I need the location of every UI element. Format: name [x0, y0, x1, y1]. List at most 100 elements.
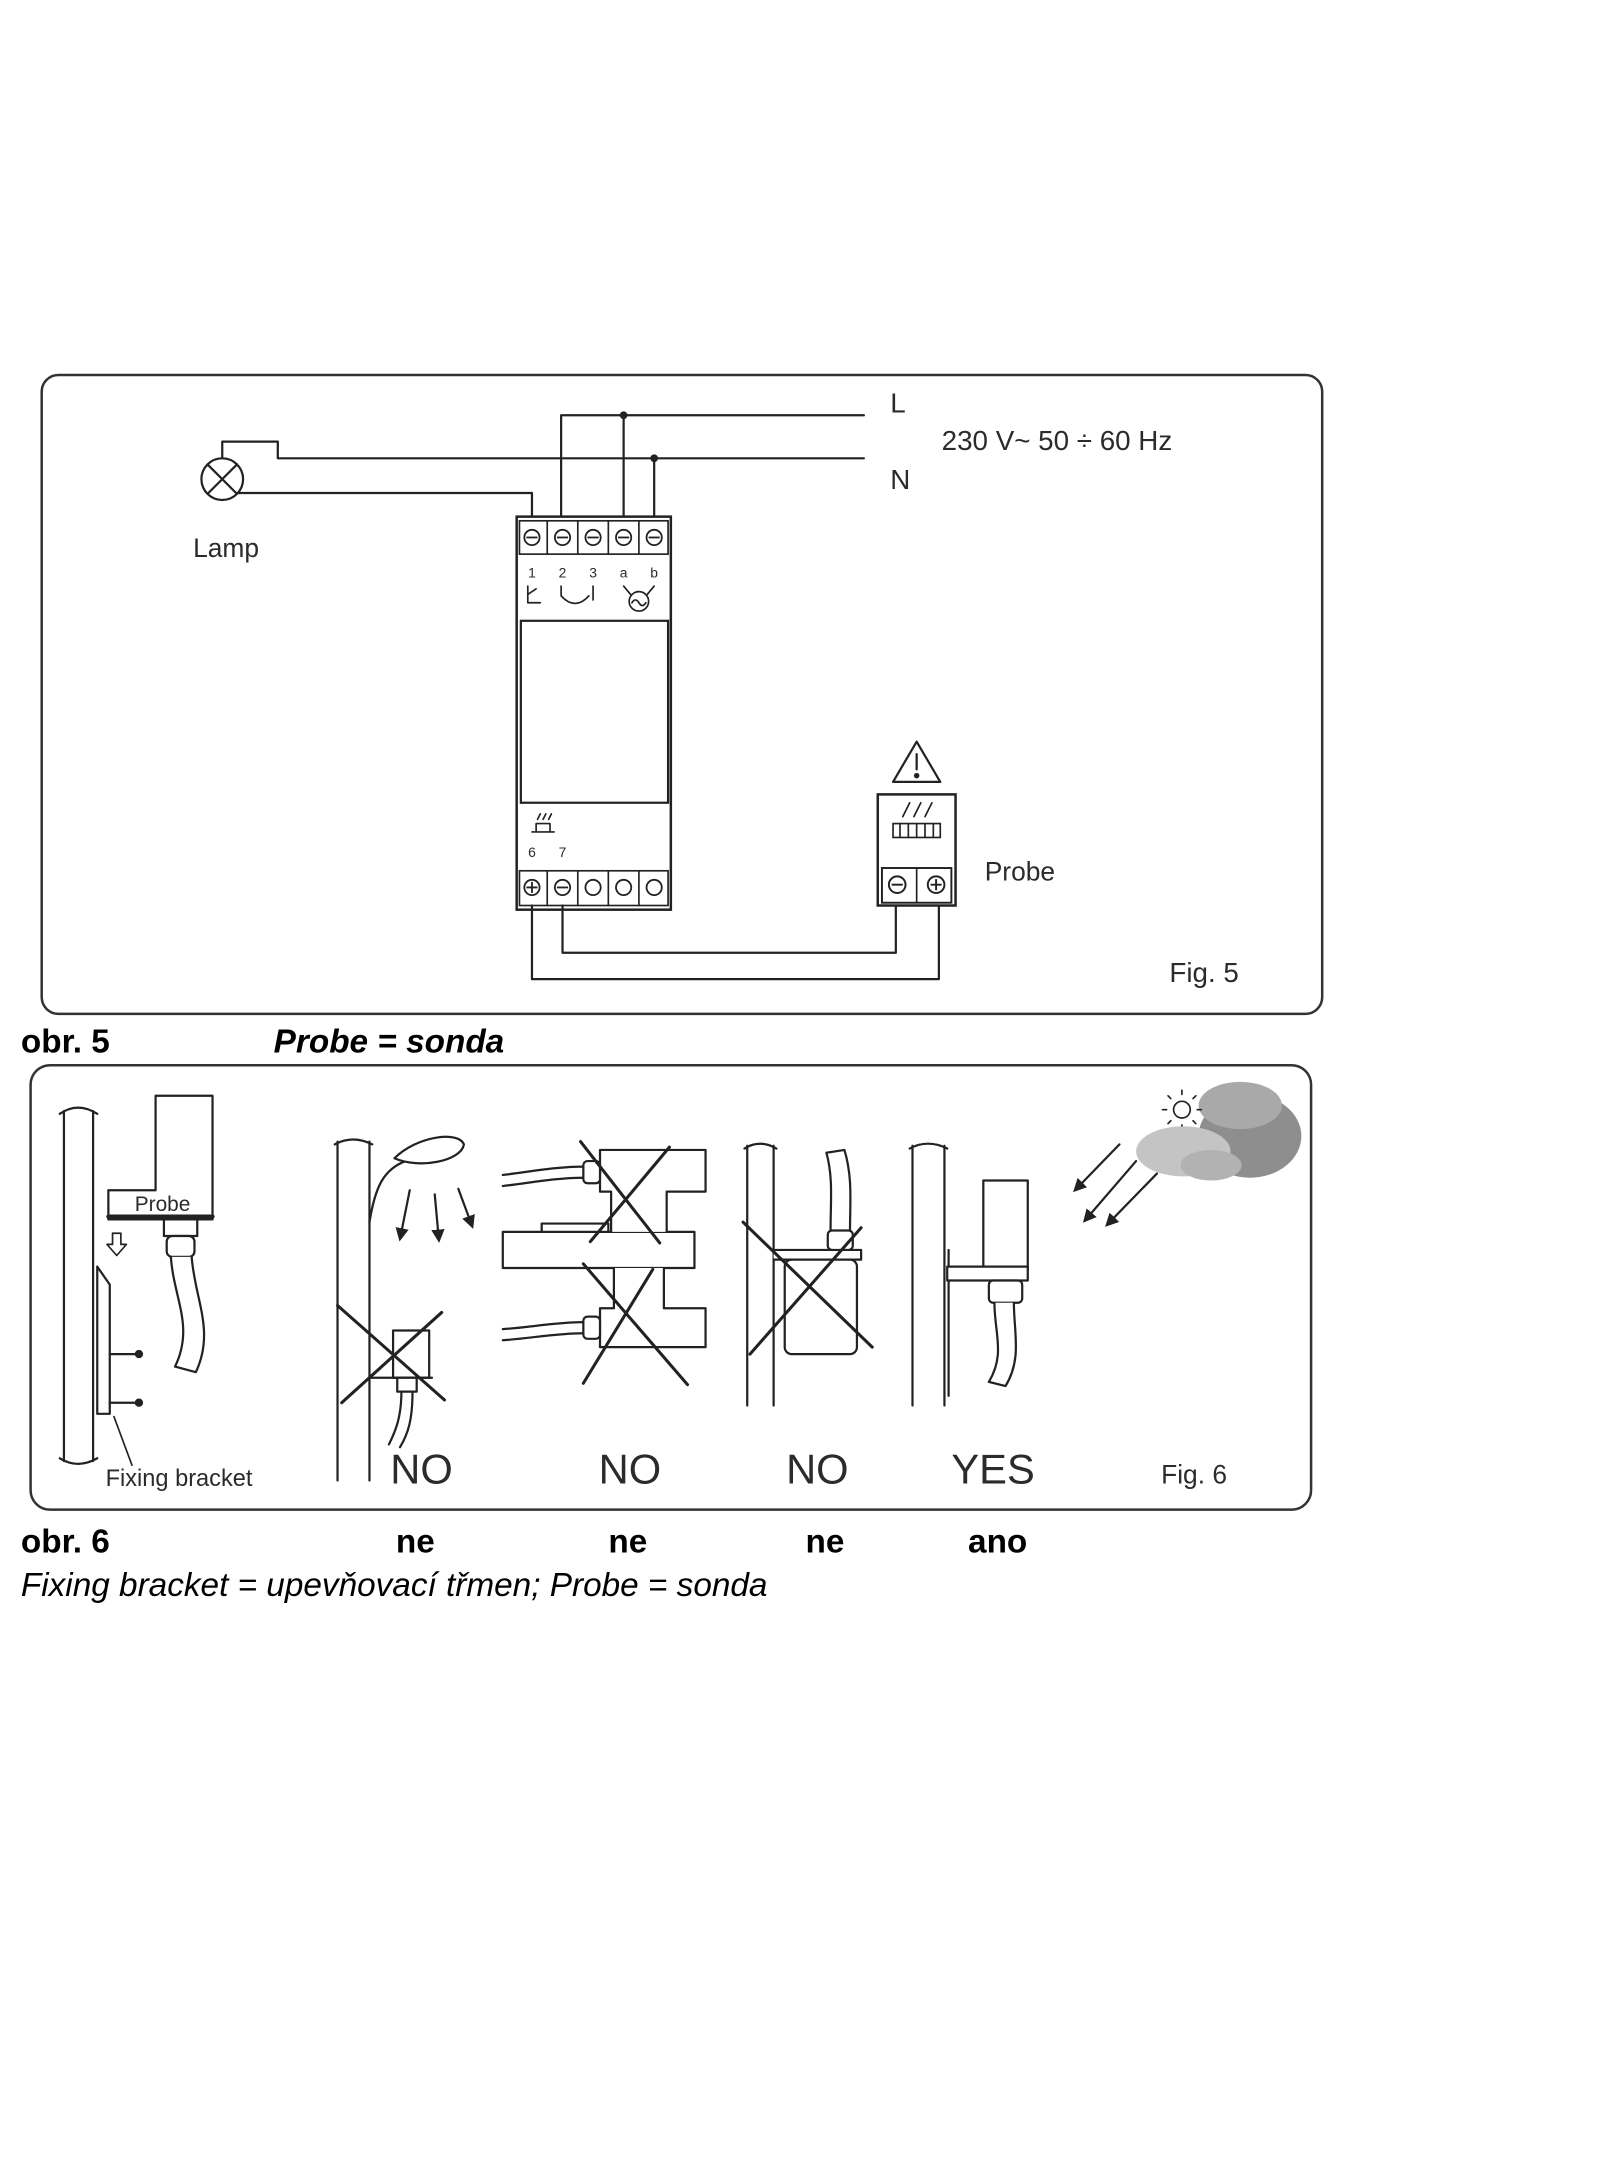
terminal-label-2: 2: [559, 565, 567, 581]
rain-arrows: [1073, 1143, 1159, 1227]
terminal-screw-icon: [584, 528, 602, 547]
figure-6-caption-number: obr. 6: [21, 1524, 110, 1561]
terminal-label-7: 7: [559, 844, 567, 860]
neutral-junction-dot: [650, 454, 659, 463]
figure-5-frame: [40, 373, 1324, 1016]
sun-icon: [1161, 1089, 1203, 1130]
rain-arrow-icon: [1082, 1159, 1138, 1223]
probe-wire-7: [561, 903, 897, 954]
phase-wire: [560, 414, 865, 522]
device-housing: [515, 515, 673, 911]
terminal-screw-icon: [926, 875, 946, 894]
terminal-label-6: 6: [528, 844, 536, 860]
bracket-leader-line: [113, 1415, 133, 1467]
caption-verdict-1: ne: [396, 1524, 435, 1561]
terminal-screw-icon: [645, 878, 663, 896]
caption-verdict-3: ne: [806, 1524, 845, 1561]
mounting-probe-label: Probe: [135, 1193, 191, 1216]
terminal-screw-icon: [615, 528, 633, 547]
neutral-wire: [221, 440, 865, 460]
light-sensor-icon: [901, 801, 933, 818]
probe-housing-bottom: [598, 1266, 707, 1349]
ledge: [501, 1230, 696, 1270]
mounting-illustration: [58, 1094, 215, 1467]
power-supply-icon: [622, 585, 656, 612]
figure-5-label: Fig. 5: [1169, 957, 1238, 988]
probe-unit: [876, 740, 957, 907]
probe-housing: [107, 1094, 214, 1221]
terminal-screw-icon: [645, 528, 663, 547]
wrong-position-upside-down: [741, 1142, 874, 1407]
supply-wiring: [221, 414, 865, 522]
supply-voltage-label: 230 V~ 50 ÷ 60 Hz: [942, 425, 1173, 456]
probe-housing: [982, 1179, 1029, 1271]
bottom-terminal-block: [518, 869, 669, 907]
probe-wiring: [530, 903, 940, 981]
terminal-screw-icon: [553, 528, 572, 547]
lamp-switched-wire: [236, 491, 534, 522]
wall-section: [743, 1142, 778, 1407]
wall-section: [908, 1142, 949, 1407]
verdict-label-1: NO: [390, 1445, 452, 1492]
probe-base: [946, 1265, 1029, 1282]
terminal-screw-icon: [887, 875, 907, 894]
fixing-bracket: [96, 1265, 111, 1415]
probe-input-icon: [531, 813, 556, 833]
figure-6-label: Fig. 6: [1161, 1459, 1227, 1489]
phase-junction-dot: [619, 411, 628, 420]
light-cloud-icon: [1180, 1149, 1242, 1181]
cable-gland-nut: [165, 1234, 196, 1258]
twilight-switch-device: 1 2 3 a b 6 7: [515, 515, 673, 911]
probe-wire-6: [530, 903, 940, 981]
lamp-icon: [200, 457, 245, 502]
probe-cable: [825, 1148, 852, 1232]
probe-plate: [772, 1248, 863, 1261]
changeover-contact-icon: [560, 585, 594, 605]
relay-contact-icon: [526, 585, 542, 604]
terminal-screw-icon: [523, 878, 541, 896]
verdict-label-4: YES: [951, 1445, 1034, 1492]
terminal-label-b: b: [650, 565, 658, 581]
fixing-screws: [108, 1352, 141, 1404]
verdict-label-3: NO: [786, 1445, 848, 1492]
verdict-label-2: NO: [599, 1445, 661, 1492]
terminal-label-a: a: [620, 565, 628, 581]
terminal-label-1: 1: [528, 565, 536, 581]
top-terminal-dividers: [546, 519, 640, 555]
terminal-screw-icon: [615, 878, 633, 896]
figure-5-caption-note: Probe = sonda: [274, 1024, 505, 1061]
terminal-screw-icon: [523, 528, 541, 547]
caption-verdict-4: ano: [968, 1524, 1027, 1561]
phase-label: L: [890, 387, 905, 418]
figure-6-frame: [29, 1063, 1313, 1511]
warning-icon: [891, 740, 942, 784]
probe-cable: [387, 1390, 414, 1449]
translation-legend: Fixing bracket = upevňovací třmen; Probe…: [21, 1567, 768, 1604]
light-ray-arrow: [457, 1187, 475, 1229]
top-terminal-block: [518, 519, 669, 555]
cable-gland: [987, 1279, 1024, 1304]
figure-6-installation-diagram: Probe Fixing bracket NO: [29, 1063, 1313, 1511]
fixing-bracket-label: Fixing bracket: [106, 1466, 253, 1492]
figure-5-caption-number: obr. 5: [21, 1024, 110, 1061]
device-window: [519, 619, 670, 804]
cable-gland: [396, 1376, 418, 1393]
probe-housing: [783, 1258, 859, 1356]
wrong-position-near-lamp: [333, 1135, 475, 1482]
probe-cable: [987, 1301, 1018, 1388]
correct-position: [908, 1142, 1029, 1407]
light-ray-arrow: [431, 1193, 445, 1243]
bottom-terminal-dividers: [546, 869, 640, 907]
cable-gland: [582, 1315, 602, 1340]
cross-mark-icon: [741, 1220, 874, 1356]
wall-section: [333, 1138, 374, 1482]
figure-5-wiring-diagram: 1 2 3 a b 6 7: [40, 373, 1324, 1016]
terminal-screw-icon: [553, 878, 572, 896]
weather-illustration: [1073, 1081, 1302, 1227]
light-ray-arrow: [395, 1189, 411, 1242]
probe-cable: [169, 1255, 206, 1374]
street-lamp-arm: [368, 1159, 407, 1224]
cross-mark-icon: [581, 1262, 690, 1387]
street-lamp-icon: [393, 1135, 466, 1165]
